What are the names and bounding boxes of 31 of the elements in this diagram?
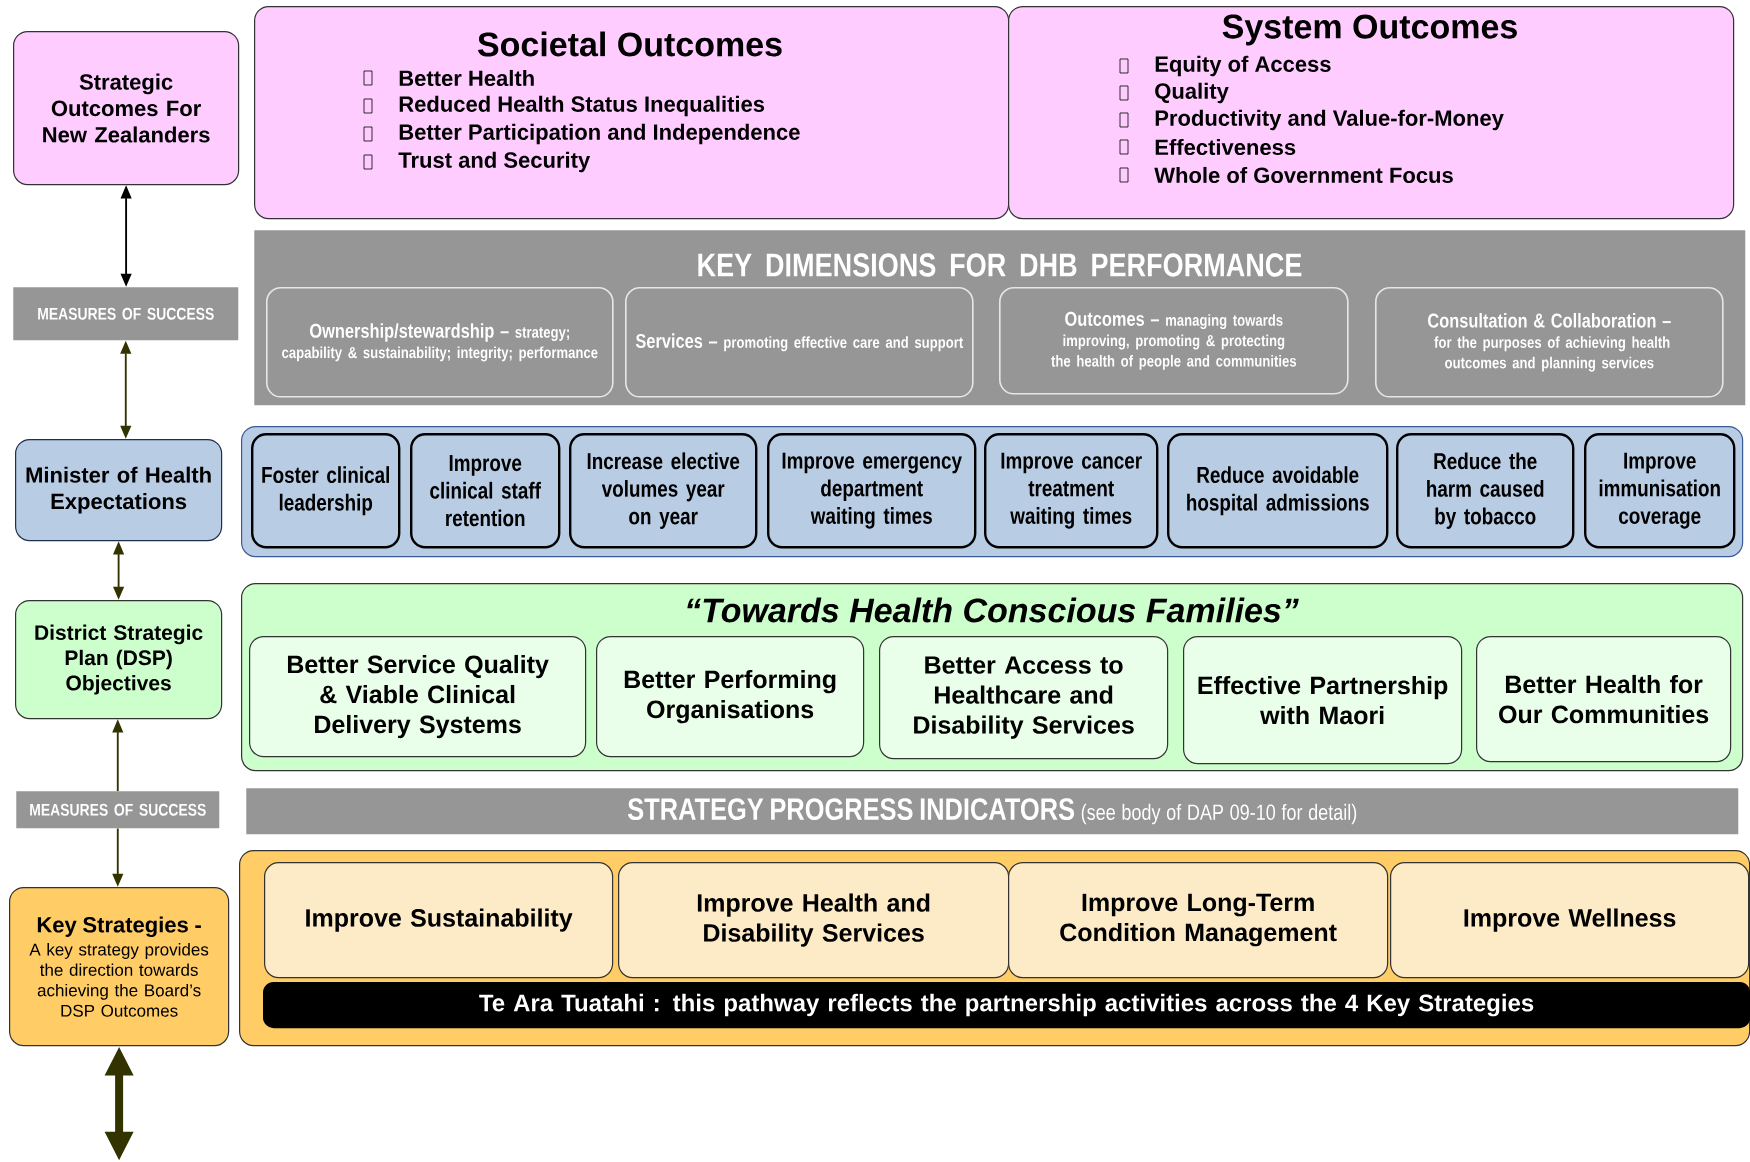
expectation-box: Reduce avoidable hospital admissions [1167, 433, 1389, 549]
expectation-box: Foster clinical leadership [251, 433, 401, 549]
measures-bar: MEASURES OF SUCCESS [13, 287, 239, 341]
outcome-box: Strategic Outcomes For New Zealanders [13, 31, 240, 186]
objective-box: Effective Partnership with Maori [1183, 636, 1463, 765]
outcome-box: Societal Outcomes Better Health Reduced Health Status Inequalities Better Participation and Independence Trust and Security [254, 6, 1010, 220]
dimension-box: Outcomes – managing towards improving, promoting & protecting the health of people and communities [999, 287, 1349, 395]
strategy-box: Improve Long-Term Condition Management [1008, 862, 1389, 979]
outcome-box: System Outcomes Equity of Access Quality Productivity and Value-for-Money Effectiveness Whole of Government Focus [1008, 6, 1735, 220]
objective-box: Better Service Quality & Viable Clinical Delivery Systems [249, 636, 587, 758]
expectation-box: Improve cancer treatment waiting times [984, 433, 1159, 549]
strategies-box: Key Strategies - A key strategy provides the direction towards achieving the Board’s DSP Outcomes [9, 887, 230, 1047]
strategy-box: Improve Health and Disability Services [618, 862, 1010, 979]
expectation-box: Improve emergency department waiting times [767, 433, 977, 549]
expectations-box: Minister of Health Expectations [15, 439, 223, 542]
objectives-box: District Strategic Plan (DSP) Objectives [15, 600, 223, 720]
expectation-box: Reduce the harm caused by tobacco [1396, 433, 1575, 549]
strategy-box: Improve Wellness [1390, 862, 1750, 979]
dimension-box: Ownership/stewardship – strategy; capability & sustainability; integrity; performance [266, 287, 614, 398]
pathway-bar: Te Ara Tuatahi : this pathway reflects the partnership activities across the 4 Key Strategies [263, 982, 1750, 1029]
dimension-box: Consultation & Collaboration – for the purposes of achieving health outcomes and planning services [1375, 287, 1724, 398]
objective-box: Better Health for Our Communities [1476, 636, 1732, 763]
dimension-box: Services – promoting effective care and support [625, 287, 974, 398]
measures-bar: MEASURES OF SUCCESS [16, 791, 220, 829]
expectation-box: Improve immunisation coverage [1584, 433, 1736, 549]
indicators-bar: STRATEGY PROGRESS INDICATORS (see body of DAP 09-10 for detail) [246, 788, 1739, 835]
objective-box: Better Performing Organisations [596, 636, 865, 758]
expectation-box: Increase elective volumes year on year [569, 433, 758, 549]
objective-box: Better Access to Healthcare and Disability Services [879, 636, 1169, 760]
strategy-box: Improve Sustainability [264, 862, 614, 979]
expectation-box: Improve clinical staff retention [410, 433, 561, 549]
